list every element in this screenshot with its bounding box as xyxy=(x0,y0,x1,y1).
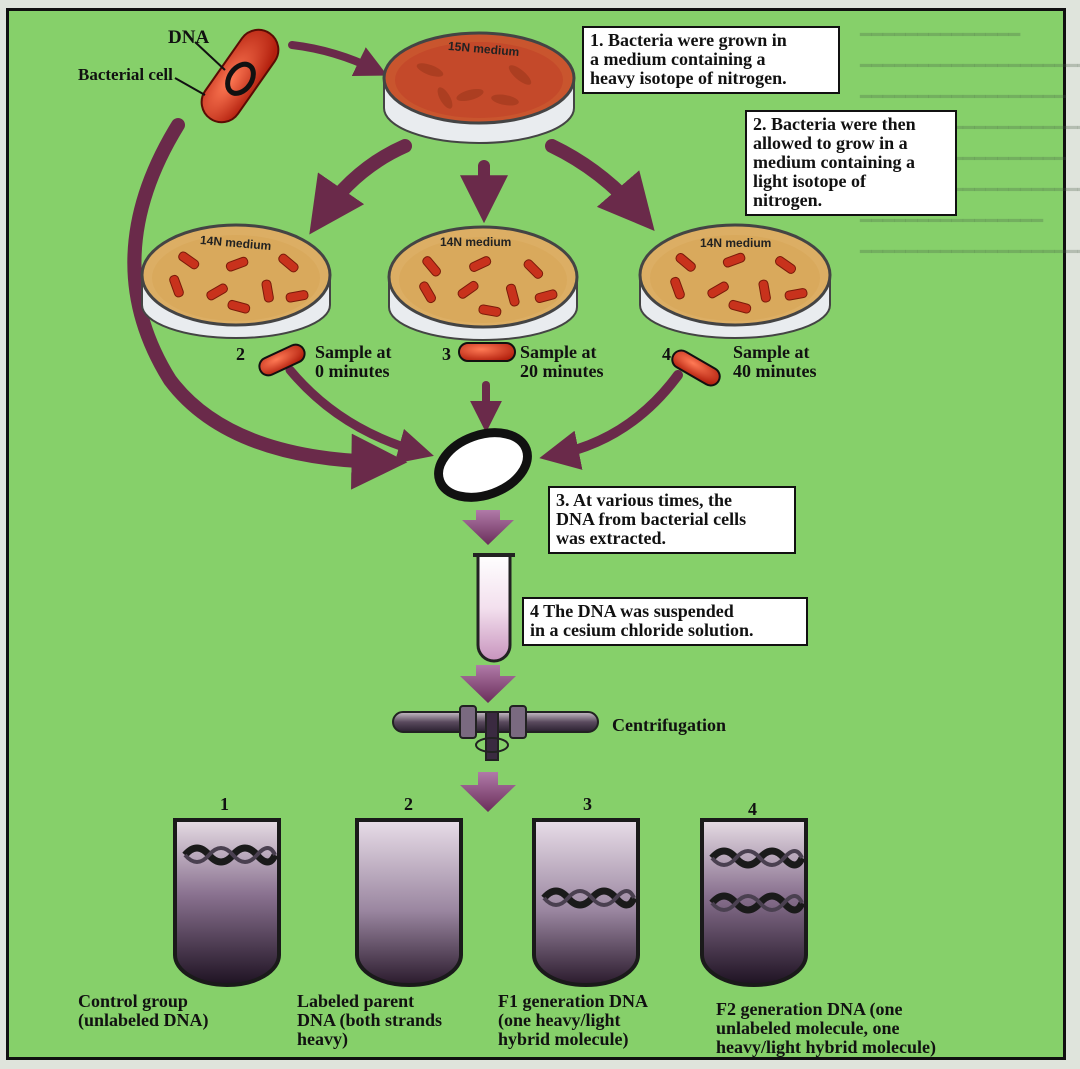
heavy-medium-dish-icon xyxy=(382,31,576,144)
flow-arrows xyxy=(127,41,683,490)
tube-3-number: 3 xyxy=(583,794,592,814)
light-medium-label-middle: 14N medium xyxy=(440,235,512,249)
sample-cell-4-icon xyxy=(671,349,721,387)
centrifuge-icon xyxy=(392,705,599,761)
tube-1-number: 1 xyxy=(220,794,229,814)
arrow-dish-to-light-left xyxy=(309,139,412,235)
sample-cell-2-icon xyxy=(258,343,306,377)
sample-cell-3-icon xyxy=(458,342,516,362)
down-arrows xyxy=(460,510,516,812)
test-tube-icon xyxy=(473,553,515,663)
bacterial-cell-label: Bacterial cell xyxy=(78,65,173,84)
tube-2-caption: Labeled parent DNA (both strands heavy) xyxy=(297,991,443,1049)
sample-4-label: Sample at 40 minutes xyxy=(733,342,817,381)
result-tube-1-icon xyxy=(173,818,281,987)
sample-2-label: Sample at 0 minutes xyxy=(315,342,392,381)
arrow-sample2-to-ring xyxy=(285,365,434,464)
bacterial-cell-icon xyxy=(200,28,280,124)
tube-1-caption: Control group (unlabeled DNA) xyxy=(78,991,209,1030)
down-arrow-2 xyxy=(460,665,516,703)
bacterial-cell-pointer xyxy=(174,77,206,96)
light-medium-label-right: 14N medium xyxy=(700,236,772,250)
arrow-sample4-to-ring xyxy=(539,370,683,470)
result-tube-2-icon xyxy=(355,818,463,987)
tube-4-number: 4 xyxy=(748,799,757,819)
dish-bacteria xyxy=(169,251,808,317)
step-1-box: 1. Bacteria were grown in a medium conta… xyxy=(582,26,840,94)
tube-2-number: 2 xyxy=(404,794,413,814)
dna-ring-icon xyxy=(434,428,532,502)
arrow-dish-to-light-right xyxy=(545,139,655,231)
step-4-box: 4 The DNA was suspended in a cesium chlo… xyxy=(522,597,808,646)
result-tube-4-icon xyxy=(700,818,808,987)
light-medium-dish-right-icon xyxy=(638,223,832,339)
dna-label: DNA xyxy=(168,27,210,48)
tube-3-caption: F1 generation DNA (one heavy/light hybri… xyxy=(498,991,648,1049)
arrow-cell-to-dish xyxy=(288,41,388,76)
result-tube-3-icon xyxy=(532,818,640,987)
step-2-box: 2. Bacteria were then allowed to grow in… xyxy=(745,110,957,216)
down-arrow-3 xyxy=(460,772,516,812)
sample-3-number: 3 xyxy=(442,344,451,364)
sample-4-number: 4 xyxy=(662,344,671,364)
sample-2-number: 2 xyxy=(236,344,245,364)
step-3-box: 3. At various times, the DNA from bacter… xyxy=(548,486,796,554)
down-arrow-1 xyxy=(462,510,514,545)
tube-4-caption: F2 generation DNA (one unlabeled molecul… xyxy=(716,999,936,1057)
sample-3-label: Sample at 20 minutes xyxy=(520,342,604,381)
centrifugation-label: Centrifugation xyxy=(612,715,726,735)
dna-pointer xyxy=(194,41,226,71)
arrow-cell-to-ring xyxy=(127,118,408,490)
